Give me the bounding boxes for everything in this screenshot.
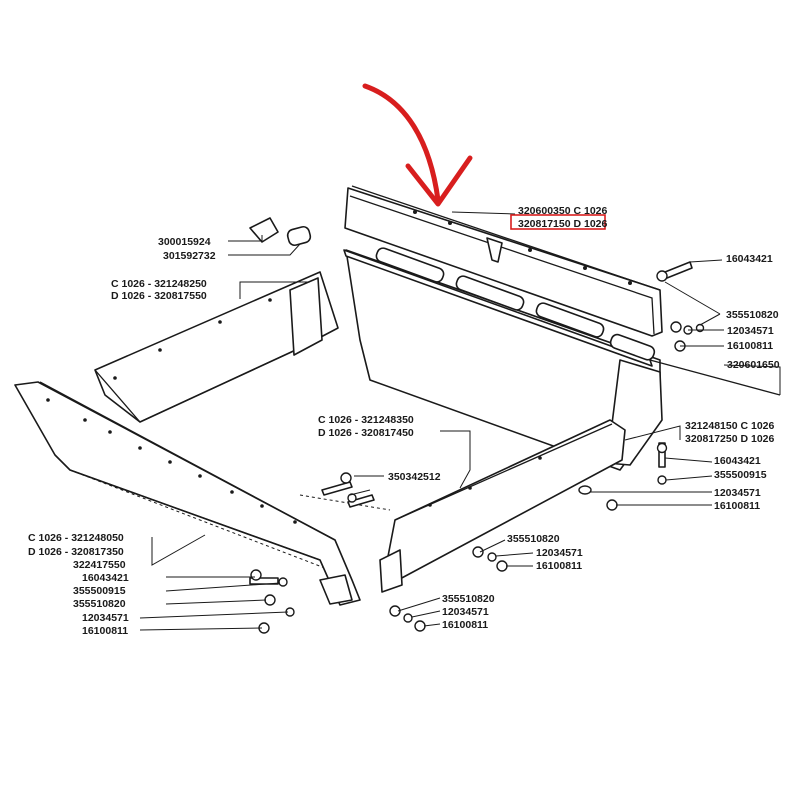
- part-label: 320817250 D 1026: [685, 433, 774, 445]
- bar-hole: [628, 281, 632, 285]
- bar-hole: [583, 266, 587, 270]
- part-label: D 1026 - 320817350: [28, 546, 124, 558]
- part-label: 12034571: [714, 487, 761, 499]
- bar-hole: [413, 210, 417, 214]
- part-label: C 1026 - 321248350: [318, 414, 414, 426]
- part-label: 16043421: [82, 572, 129, 584]
- panel-hole: [198, 474, 202, 478]
- bar-hole: [448, 221, 452, 225]
- leader-lines: [139, 211, 781, 631]
- part-label: 355510820: [442, 593, 495, 605]
- panel-hole: [468, 486, 472, 490]
- hinge-tube: [343, 247, 781, 396]
- part-label: 16100811: [536, 560, 582, 572]
- part-label: 12034571: [727, 325, 774, 337]
- hardware-left: [249, 569, 295, 634]
- part-label: 16043421: [726, 253, 773, 265]
- part-label: 12034571: [442, 606, 489, 618]
- part-label: 320817150 D 1026: [518, 218, 607, 230]
- part-label: 16100811: [82, 625, 128, 637]
- panel-hole: [138, 446, 142, 450]
- part-label: 16043421: [714, 455, 761, 467]
- panel-hole: [293, 520, 297, 524]
- part-label: 355510820: [726, 309, 779, 321]
- panel-hole: [230, 490, 234, 494]
- clip-part: [249, 217, 312, 247]
- bar-hole: [528, 248, 532, 252]
- floor-outline: [69, 469, 391, 571]
- top-hinge-bar: [344, 185, 663, 337]
- panel-hole: [168, 460, 172, 464]
- panel-hole: [218, 320, 222, 324]
- panel-hole: [538, 456, 542, 460]
- part-label: 320601650: [727, 359, 780, 371]
- highlight-arrow: [362, 83, 473, 207]
- part-label: 355510820: [507, 533, 560, 545]
- part-label: 321248150 C 1026: [685, 420, 774, 432]
- hardware-bottom: [389, 605, 426, 632]
- panel-hole: [158, 348, 162, 352]
- front-panel: [379, 419, 626, 593]
- part-label: 355500915: [714, 469, 767, 481]
- panel-hole: [83, 418, 87, 422]
- panel-hole: [428, 503, 432, 507]
- panel-hole: [108, 430, 112, 434]
- panel-hole: [46, 398, 50, 402]
- part-label: 320600350 C 1026: [518, 205, 607, 217]
- part-label: 355500915: [73, 585, 126, 597]
- bolt-350342512: [321, 472, 375, 508]
- left-side-panel: [94, 271, 339, 423]
- part-label: C 1026 - 321248050: [28, 532, 124, 544]
- panel-hole: [260, 504, 264, 508]
- part-labels: 320600350 C 1026 320817150 D 1026 160434…: [28, 205, 780, 637]
- panel-hole: [268, 298, 272, 302]
- part-label: 355510820: [73, 598, 126, 610]
- part-label: D 1026 - 320817550: [111, 290, 207, 302]
- highlight-box: [510, 214, 606, 230]
- part-label: 16100811: [442, 619, 488, 631]
- hardware-top-right: [656, 261, 705, 352]
- part-label: 300015924: [158, 236, 211, 248]
- part-label: 16100811: [714, 500, 760, 512]
- part-label: D 1026 - 320817450: [318, 427, 414, 439]
- part-label: 12034571: [82, 612, 129, 624]
- part-label: 12034571: [536, 547, 583, 559]
- panel-hole: [113, 376, 117, 380]
- part-label: 350342512: [388, 471, 441, 483]
- part-label: 301592732: [163, 250, 216, 262]
- left-front-panel: [14, 381, 361, 606]
- part-label: C 1026 - 321248250: [111, 278, 207, 290]
- hardware-center: [472, 546, 508, 572]
- part-label: 16100811: [727, 340, 773, 352]
- rear-panel: [345, 249, 661, 471]
- part-label: 322417550: [73, 559, 126, 571]
